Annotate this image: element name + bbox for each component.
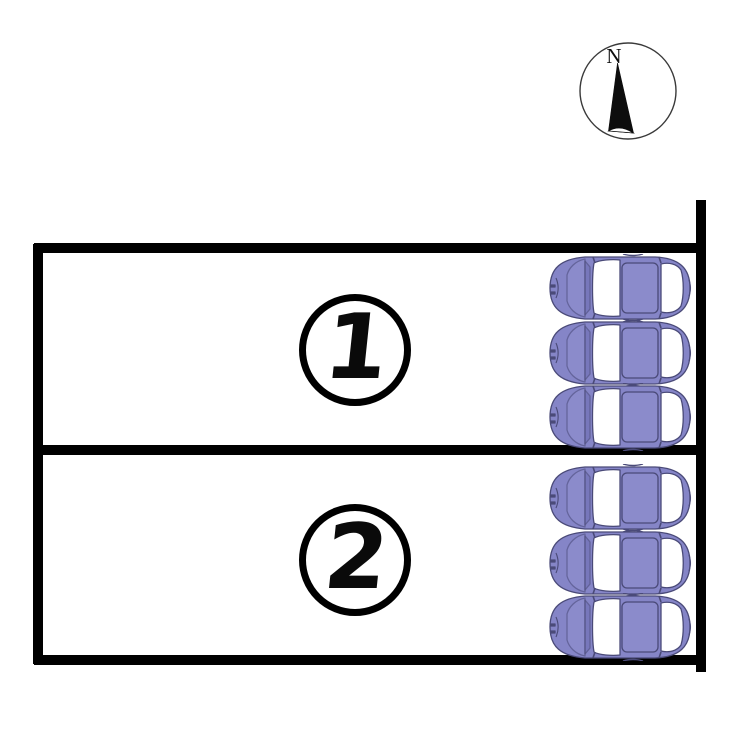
compass-needle-base [607,127,636,134]
car-2-1 [537,464,695,532]
compass-circle [579,42,677,140]
compass-label-n: N [606,44,621,68]
lot-number-2: 2 [319,505,391,610]
lot-number-badge-2: 2 [299,504,411,616]
car-1-2 [537,319,695,387]
compass-north-icon: N [578,41,678,141]
car-1-1 [537,254,695,322]
car-2-3 [537,593,695,661]
car-1-3 [537,383,695,451]
lot-number-1: 1 [319,295,391,400]
lot-number-badge-1: 1 [299,294,411,406]
car-2-2 [537,529,695,597]
